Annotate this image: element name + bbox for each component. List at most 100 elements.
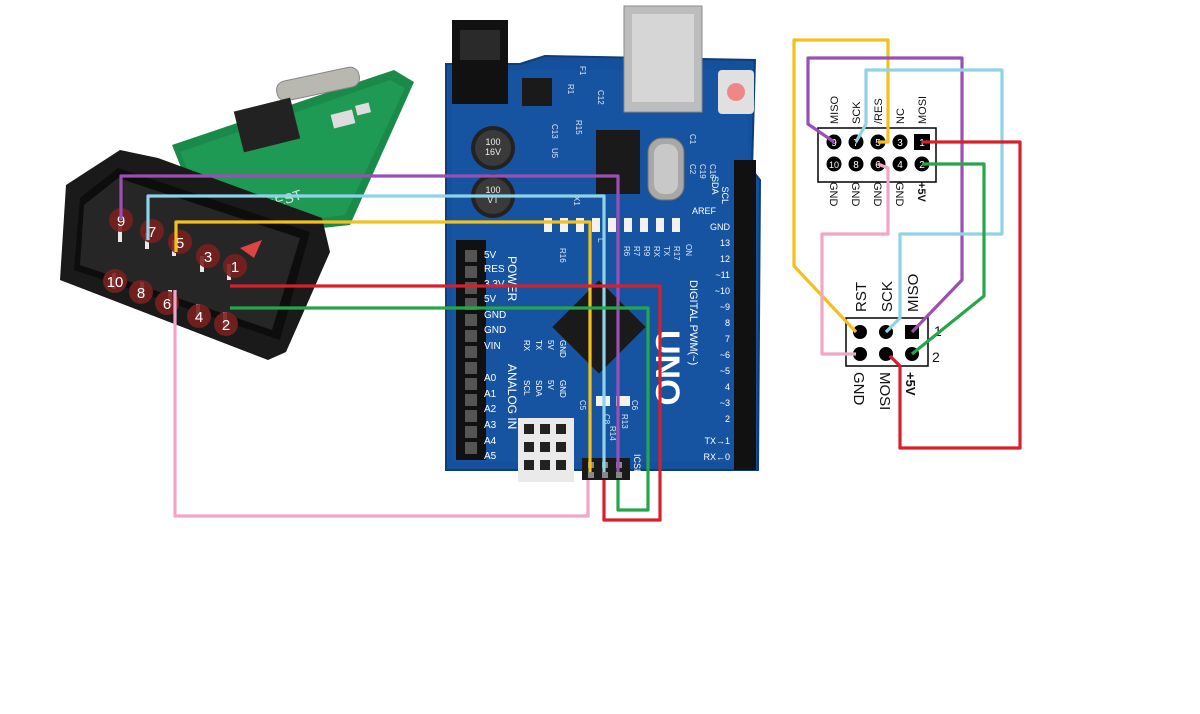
- svg-text:C13: C13: [550, 124, 559, 139]
- usbasp-pin-label: 6: [163, 296, 171, 313]
- power-pin-label: GND: [484, 325, 506, 336]
- usbasp-pin-label: 8: [137, 285, 145, 302]
- svg-text:4: 4: [725, 382, 730, 392]
- header6-label: MISO: [905, 274, 922, 312]
- board-logo: UNO: [648, 330, 686, 406]
- wire-purple-right: [806, 56, 964, 334]
- svg-text:L: L: [596, 238, 605, 243]
- svg-text:~3: ~3: [720, 398, 730, 408]
- svg-text:AREF: AREF: [692, 206, 717, 216]
- svg-text:ON: ON: [684, 244, 693, 256]
- svg-text:7: 7: [725, 334, 730, 344]
- wire-pink-left: [173, 290, 590, 518]
- svg-text:C12: C12: [596, 90, 605, 105]
- usbasp-pin-label: 10: [107, 274, 124, 291]
- svg-text:~9: ~9: [720, 302, 730, 312]
- svg-text:X1: X1: [572, 196, 581, 206]
- svg-text:R17: R17: [672, 246, 681, 261]
- svg-text:VT: VT: [487, 195, 499, 205]
- svg-text:RX: RX: [652, 246, 661, 258]
- analog-pin-label: A3: [484, 420, 497, 431]
- svg-text:C16: C16: [708, 164, 717, 179]
- power-pin-label: VIN: [484, 341, 501, 352]
- reset-button-icon: [727, 83, 745, 101]
- svg-text:~5: ~5: [720, 366, 730, 376]
- usbasp-pin-label: 3: [204, 249, 212, 266]
- svg-text:SCL: SCL: [720, 186, 730, 204]
- wire-green-right: [910, 162, 986, 356]
- microcontroller-chip: [233, 97, 301, 153]
- svg-text:GND: GND: [558, 340, 567, 358]
- svg-text:C1: C1: [688, 134, 697, 145]
- analog-pin-label: A2: [484, 404, 497, 415]
- power-section-label: POWER: [505, 256, 519, 302]
- analog-pin-label: A1: [484, 389, 497, 400]
- header10-label: SCK: [851, 101, 863, 124]
- svg-text:SDA: SDA: [710, 176, 720, 195]
- svg-text:R15: R15: [574, 120, 583, 135]
- svg-text:R6: R6: [622, 246, 631, 257]
- usbasp-pin-label: 7: [148, 224, 156, 241]
- header10-label: /RES: [873, 98, 885, 124]
- wire-yellow-right: [792, 38, 890, 334]
- svg-text:R16: R16: [558, 248, 567, 263]
- icsp-label: ICSP: [632, 454, 642, 475]
- digital-section-label: DIGITAL PWM(~): [687, 280, 699, 365]
- analog-pin-label: A0: [484, 373, 497, 384]
- svg-text:13: 13: [720, 238, 730, 248]
- svg-text:C6: C6: [630, 400, 639, 411]
- header6-label: MOSI: [876, 372, 893, 410]
- svg-text:TX: TX: [534, 340, 543, 351]
- header10-label: GND: [871, 182, 883, 207]
- svg-text:SCL: SCL: [522, 380, 531, 396]
- svg-text:12: 12: [720, 254, 730, 264]
- usbasp-pin-label: 5: [176, 235, 184, 252]
- svg-text:10: 10: [829, 160, 839, 170]
- digital-header: [734, 160, 756, 470]
- svg-text:7: 7: [853, 138, 859, 149]
- svg-text:C5: C5: [578, 400, 587, 411]
- header-10pin-diagram: 9 7 5 3 1 10 8 6 4 2 MISO SCK /RES NC MO…: [817, 95, 937, 207]
- svg-text:F1: F1: [578, 66, 587, 76]
- wires: [119, 38, 1022, 522]
- svg-text:~6: ~6: [720, 350, 730, 360]
- svg-text:R1: R1: [566, 84, 575, 95]
- svg-text:2: 2: [725, 414, 730, 424]
- atmega-chip: [552, 280, 646, 374]
- svg-text:100: 100: [485, 137, 500, 147]
- wire-purple-left: [119, 174, 620, 472]
- svg-text:C8: C8: [602, 414, 611, 425]
- wire-lightblue-right: [854, 68, 1004, 334]
- svg-text:4: 4: [897, 160, 903, 171]
- svg-text:16V: 16V: [485, 147, 501, 157]
- analog-pin-label: A4: [484, 436, 497, 447]
- analog-section-label: ANALOG IN: [505, 364, 519, 429]
- svg-text:~10: ~10: [715, 286, 730, 296]
- usbasp-pin-label: 1: [231, 259, 239, 276]
- usbasp-pin-numbers: 1 2 4 6 8 10 3 5 7 9: [103, 208, 247, 336]
- power-pin-label: 5V: [484, 250, 497, 261]
- power-pin-label: GND: [484, 310, 506, 321]
- svg-text:3: 3: [897, 138, 903, 149]
- header-6pin-diagram: 1 2 RST SCK MISO GND MOSI +5V: [845, 274, 942, 410]
- svg-text:GND: GND: [558, 380, 567, 398]
- header10-label: GND: [849, 182, 861, 207]
- header10-label: GND: [893, 182, 905, 207]
- crystal-icon: [276, 66, 360, 102]
- svg-text:9: 9: [831, 138, 837, 149]
- wire-yellow-left: [174, 220, 592, 472]
- svg-text:C19: C19: [698, 164, 707, 179]
- header6-label: SCK: [879, 281, 896, 312]
- svg-text:RX←0: RX←0: [703, 452, 730, 462]
- pin1-marker-icon: [240, 240, 262, 258]
- wire-pink-right: [820, 162, 890, 356]
- svg-text:RX: RX: [522, 340, 531, 352]
- header10-label: GND: [827, 182, 839, 207]
- analog-pin-label: A5: [484, 451, 497, 462]
- header10-label: MOSI: [917, 96, 929, 124]
- svg-text:2: 2: [932, 349, 940, 365]
- arduino-uno-board: 100 16V 100 VT R16 R6 R7 R9 RX TX: [445, 5, 762, 482]
- svg-text:1: 1: [934, 323, 942, 339]
- svg-text:C2: C2: [688, 164, 697, 175]
